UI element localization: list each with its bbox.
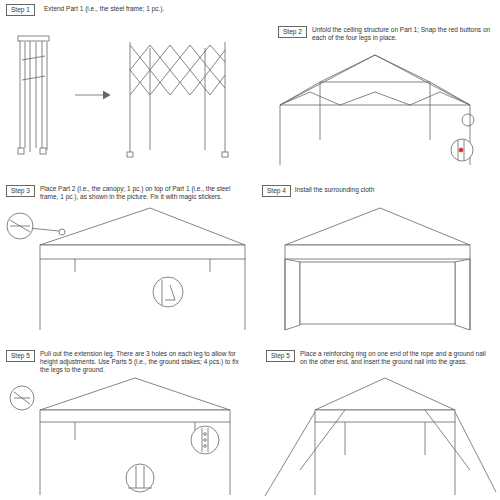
instruction-text: Install the surrounding cloth: [295, 186, 490, 194]
step-box: Step 5: [6, 350, 35, 362]
folded-frame: [18, 36, 49, 154]
instruction-text: Extend Part 1 (i.e., the steel frame; 1 …: [44, 5, 244, 13]
step-box: Step 2: [278, 26, 307, 38]
canopy: [7, 208, 245, 330]
canopy-with-ropes: [265, 378, 496, 496]
step-label: Step 4: [267, 187, 286, 194]
instruction-text: Unfold the ceiling structure on Part 1; …: [312, 26, 494, 42]
instruction-text: Place a reinforcing ring on one end of t…: [300, 350, 492, 366]
instruction-text: Place Part 2 (i.e., the canopy; 1 pc.) o…: [40, 185, 245, 201]
expanded-frame: [127, 42, 228, 157]
step-box: Step 4: [262, 185, 291, 197]
arrow: [75, 91, 110, 99]
step-box: Step 3: [6, 185, 35, 197]
ceiling-frame: [280, 55, 474, 165]
step-label: Step 2: [283, 28, 302, 35]
step-label: Step 1: [11, 6, 30, 13]
step-label: Step 5: [271, 352, 290, 359]
step-box: Step 5: [266, 350, 295, 362]
instruction-text: Pull out the extension leg. There are 3 …: [40, 350, 245, 374]
step-label: Step 5: [11, 352, 30, 359]
step-box: Step 1: [6, 4, 35, 16]
step-label: Step 3: [11, 187, 30, 194]
canopy-with-walls: [285, 208, 470, 330]
canopy-extended: [10, 378, 230, 495]
